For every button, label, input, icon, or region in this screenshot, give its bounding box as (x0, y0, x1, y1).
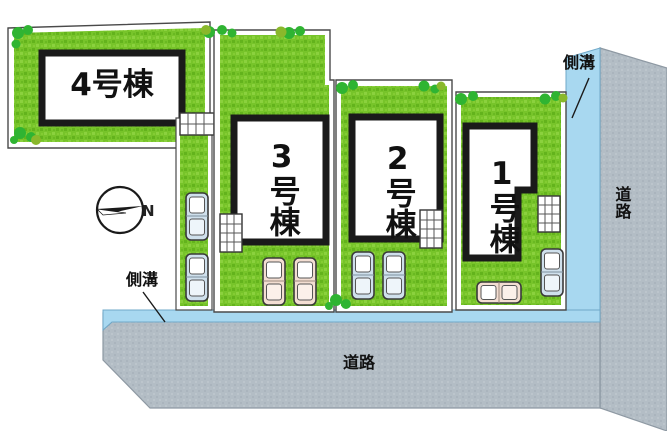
building-3-outline (230, 114, 330, 246)
car-2b (382, 251, 406, 300)
car-3b (293, 257, 317, 306)
gutter-label-top-right: 側溝 (563, 53, 596, 72)
stairs-icon-building-1 (537, 195, 561, 233)
building-3-label: 3号棟 (263, 139, 300, 237)
building-4-label: 4号棟 (70, 67, 154, 103)
building-1-label: 1号棟 (483, 156, 520, 254)
lot-4[interactable] (7, 21, 211, 149)
road-label-bottom: 道路 (343, 353, 376, 372)
building-2-label: 2号棟 (379, 141, 416, 239)
shrub-cluster-icons (10, 25, 568, 310)
compass-north-label: N (142, 202, 155, 220)
annotation-leader-lines (142, 77, 590, 323)
stairs-icon-building-4 (179, 112, 215, 136)
stairs-icon-building-3 (219, 213, 243, 253)
car-1b (540, 248, 564, 297)
road-label-right: 道路 (612, 186, 632, 220)
car-1a (476, 281, 522, 304)
gutter-label-bottom-left: 側溝 (126, 270, 159, 289)
lot-3[interactable] (213, 29, 335, 313)
building-1-outline (462, 122, 538, 262)
stairs-icon-building-2 (419, 209, 443, 249)
lot-1[interactable] (455, 91, 567, 311)
car-3a (262, 257, 286, 306)
car-4a (185, 192, 209, 241)
compass-icon (95, 185, 145, 235)
car-4b (185, 253, 209, 302)
building-4-outline (38, 49, 186, 127)
car-2a (351, 251, 375, 300)
